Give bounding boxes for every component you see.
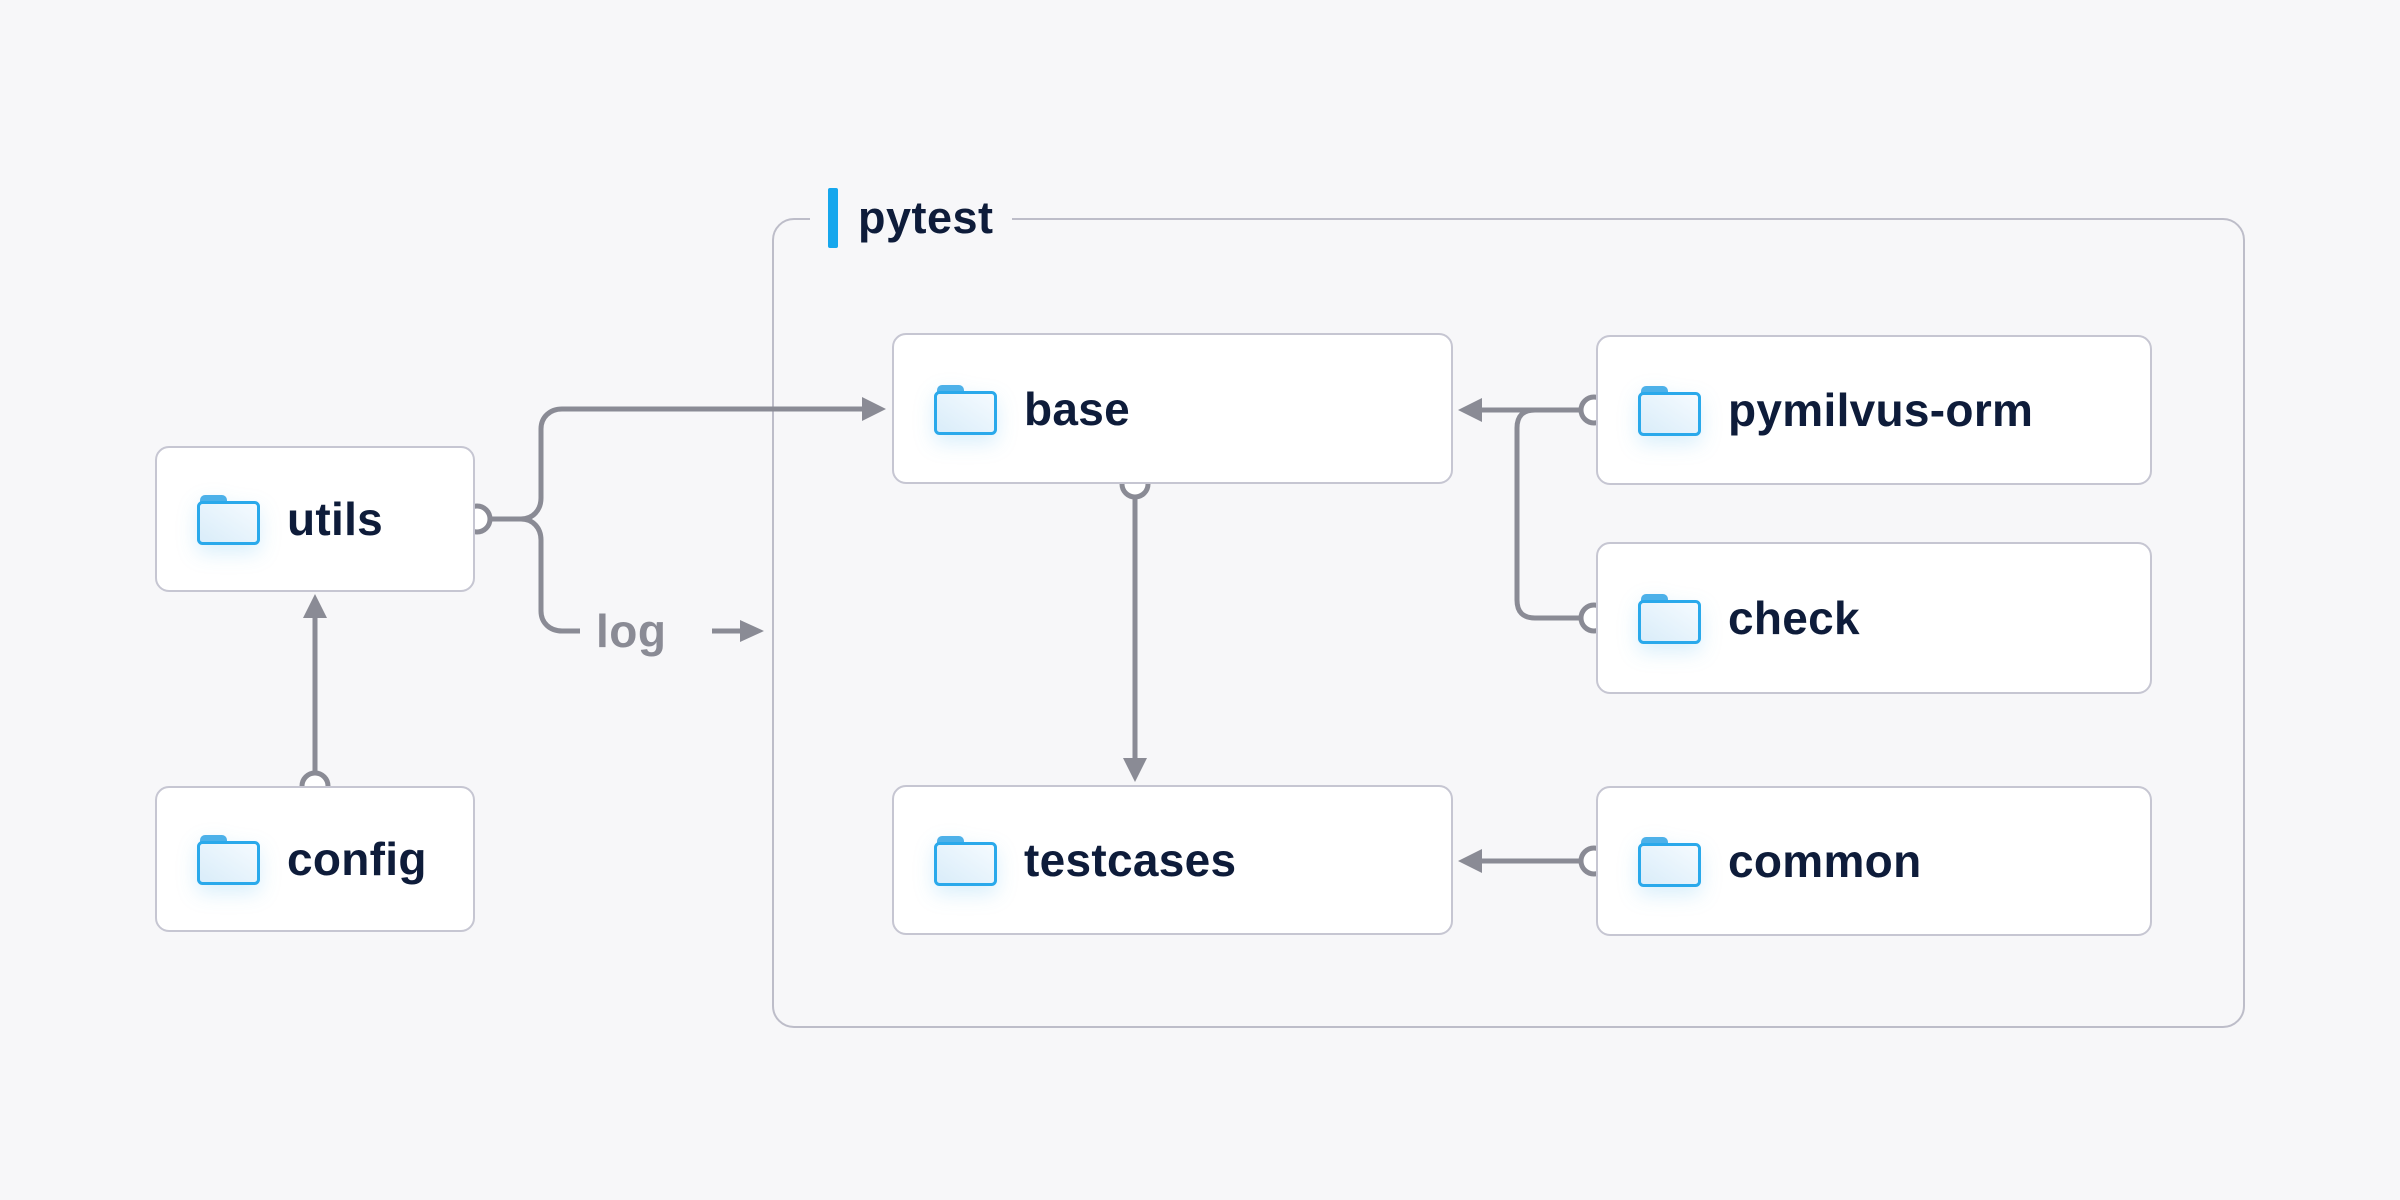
arrowhead-into-utils-bottom (303, 594, 327, 618)
edge-common-testcases (1458, 845, 1610, 877)
edge-utils-log (520, 516, 764, 642)
node-label: base (1024, 382, 1131, 435)
edge-config-utils (299, 594, 331, 802)
node-pymilvus-orm: pymilvus-orm (1596, 335, 2152, 485)
folder-icon (934, 832, 1000, 888)
node-label: pymilvus-orm (1728, 384, 2034, 436)
group-title: pytest (858, 192, 994, 243)
node-testcases: testcases (892, 785, 1453, 935)
edge-check-base (1514, 407, 1610, 634)
edge-utils-base (461, 397, 886, 535)
node-label: common (1728, 835, 1922, 887)
edge-base-testcases (1119, 468, 1151, 782)
accent-bar (828, 188, 838, 248)
folder-icon (1638, 382, 1704, 438)
node-check: check (1596, 542, 2152, 694)
node-label: testcases (1024, 834, 1237, 886)
folder-icon (197, 491, 263, 547)
node-config: config (155, 786, 475, 932)
arrowhead-into-testcases-right (1458, 849, 1482, 873)
node-label: config (287, 833, 427, 885)
pytest-group-container (772, 218, 2245, 1028)
node-base: base (892, 333, 1453, 484)
folder-icon (934, 381, 1000, 437)
node-common: common (1596, 786, 2152, 936)
folder-icon (197, 831, 263, 887)
folder-icon (1638, 590, 1704, 646)
arrowhead-into-testcases-top (1123, 758, 1147, 782)
arrowhead-into-base-right (1458, 398, 1482, 422)
arrowhead-log (740, 620, 764, 642)
arrowhead-into-base-left (862, 397, 886, 421)
node-utils: utils (155, 446, 475, 592)
node-label: check (1728, 592, 1860, 644)
node-label: utils (287, 493, 384, 545)
folder-icon (1638, 833, 1704, 889)
pytest-group-label: pytest (810, 187, 1012, 249)
edge-label-log: log (596, 605, 667, 657)
